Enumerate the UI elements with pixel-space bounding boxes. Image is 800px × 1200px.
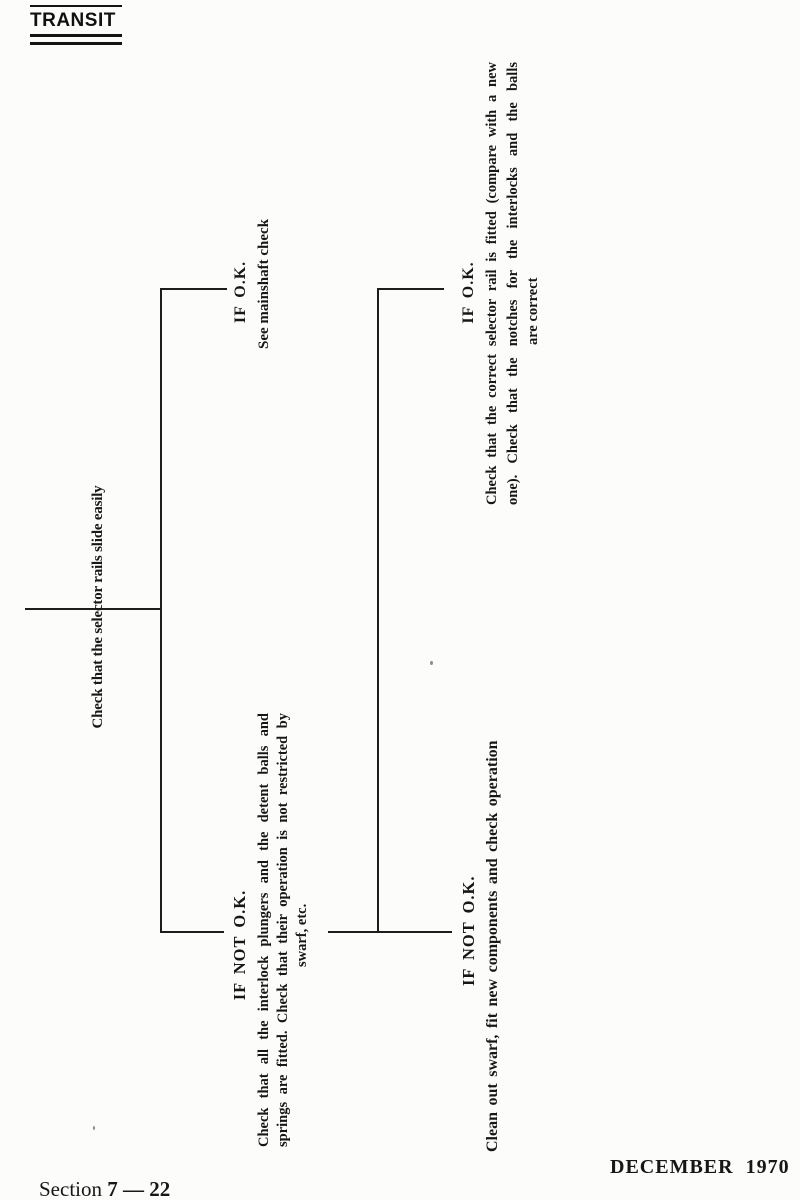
scan-speck xyxy=(430,661,433,665)
tree2-feed-line xyxy=(328,931,452,933)
tree1-ok-connector xyxy=(160,288,227,290)
action-text-line: swarf, etc. xyxy=(294,903,310,967)
branch2-if-ok-action: Check that the correct selector rail is … xyxy=(482,62,544,505)
branch1-if-ok-label: IF O.K. xyxy=(232,260,249,324)
flowchart-start-node: Check that the selector rails slide easi… xyxy=(90,485,106,729)
branch2-if-ok-label: IF O.K. xyxy=(460,261,477,324)
branch1-if-not-ok-action: Check that all the interlock plungers an… xyxy=(255,713,313,1147)
action-text-line: are correct xyxy=(525,277,541,345)
start-stub-line xyxy=(25,608,161,610)
tree2-branch-line xyxy=(377,288,379,933)
tree2-ok-connector xyxy=(377,288,444,290)
logo-top-rule xyxy=(30,5,122,7)
action-text-line: springs are fitted. Check that their ope… xyxy=(275,713,291,1147)
section-label: Section xyxy=(39,1177,108,1200)
logo-text: TRANSIT xyxy=(30,10,116,31)
tree1-not-ok-connector xyxy=(160,931,224,933)
transit-logo: TRANSIT xyxy=(30,5,122,45)
tree1-branch-line xyxy=(160,288,162,933)
branch1-if-ok-action: See mainshaft check xyxy=(256,219,272,349)
logo-underline-2 xyxy=(30,42,122,45)
page-date: DECEMBER 1970 xyxy=(610,1156,790,1178)
logo-underline-1 xyxy=(30,34,122,37)
action-text-line: Check that all the interlock plungers an… xyxy=(256,713,272,1147)
action-text-line: one). Check that the notches for the int… xyxy=(504,62,521,505)
branch2-if-not-ok-label: IF NOT O.K. xyxy=(459,875,478,986)
section-number: 7 — 22 xyxy=(107,1177,171,1200)
action-text-line: Check that the correct selector rail is … xyxy=(484,62,500,505)
branch1-if-not-ok-label: IF NOT O.K. xyxy=(230,889,249,1001)
branch2-if-not-ok-action: Clean out swarf, fit new components and … xyxy=(484,740,501,1152)
scan-speck xyxy=(93,1126,95,1130)
page-section-number: Section 7 — 22 xyxy=(18,1152,170,1200)
